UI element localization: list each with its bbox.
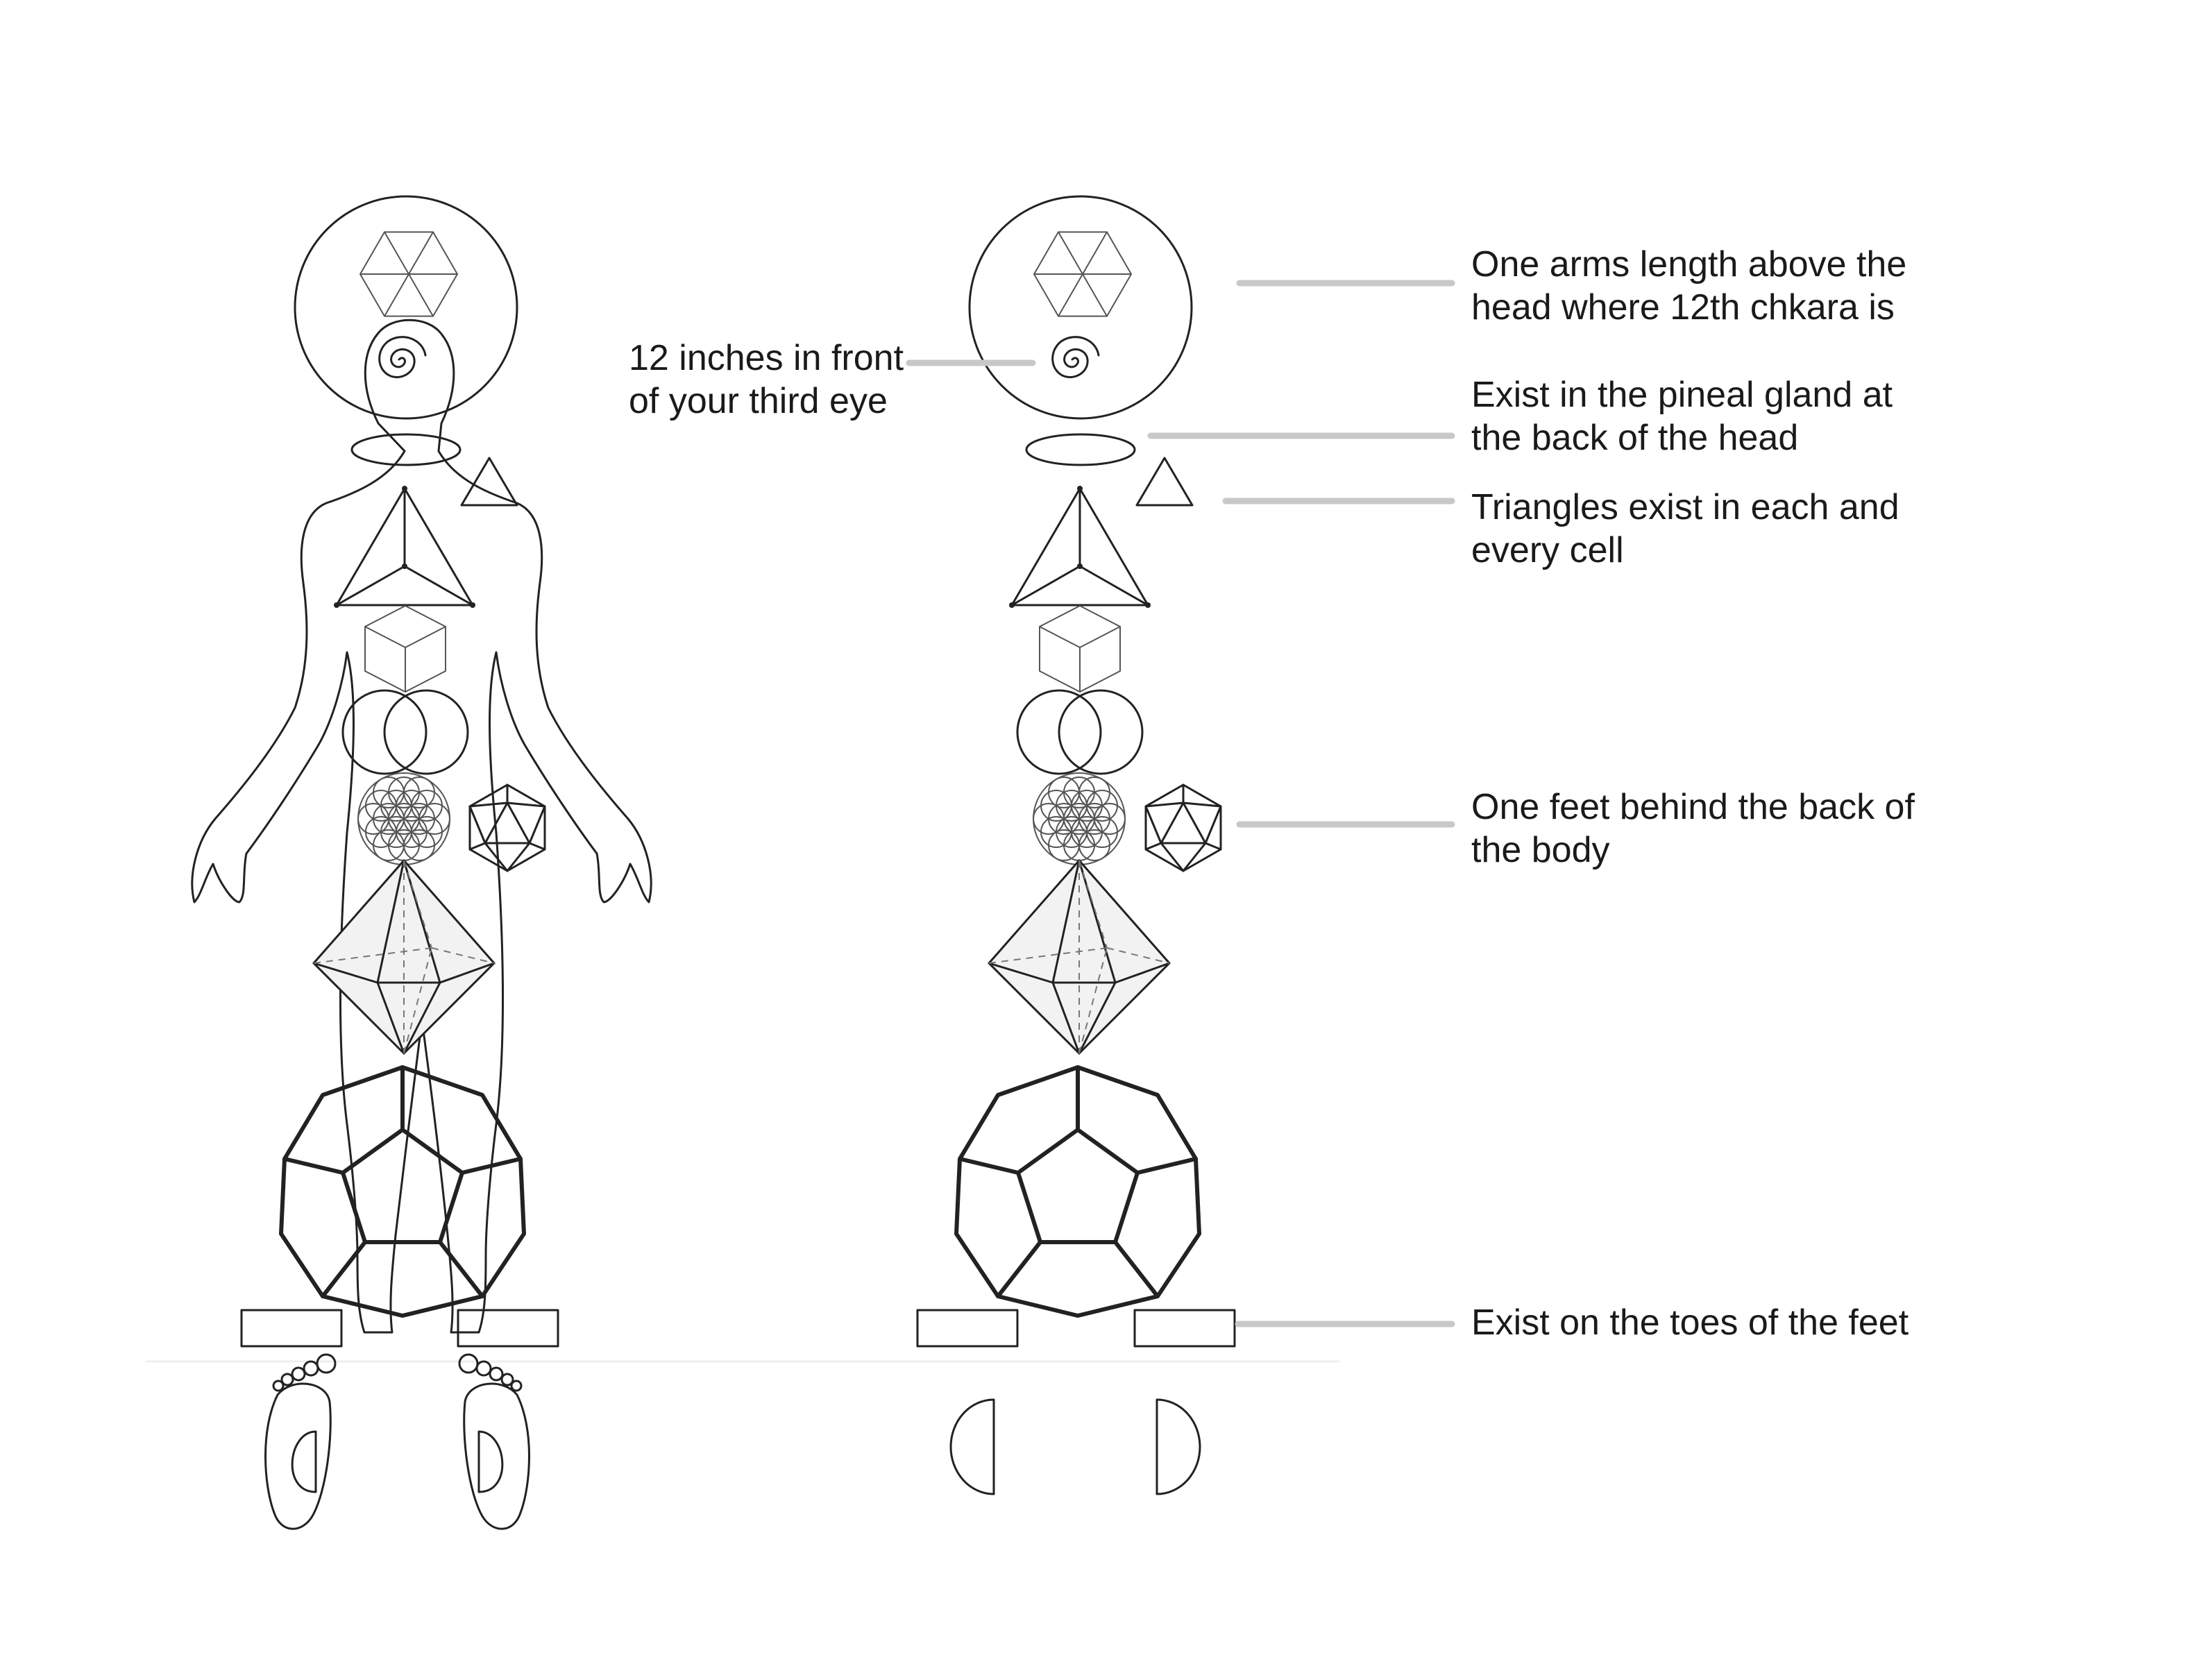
left-vesica <box>341 689 469 775</box>
right-figure <box>916 195 1236 1495</box>
left-spiral-icon <box>378 336 427 379</box>
right-octahedron <box>988 859 1171 1055</box>
left-toe-rect-1 <box>240 1309 343 1348</box>
left-toe-rect-2 <box>457 1309 559 1348</box>
right-flower-of-life <box>1033 772 1126 865</box>
right-toe-rect-1 <box>916 1309 1019 1348</box>
label-third-eye: 12 inches in front of your third eye <box>629 338 904 421</box>
left-icosahedron <box>468 783 546 872</box>
left-footprint-right <box>458 1353 530 1530</box>
left-cube <box>364 605 446 693</box>
body-outline <box>191 319 652 1334</box>
right-icosahedron <box>1144 783 1222 872</box>
right-tetrahedron <box>1008 484 1152 609</box>
label-triangles: Triangles exist in each and every cell <box>1471 487 1899 570</box>
right-hexagon-icon <box>1033 231 1132 317</box>
left-footprint-left <box>264 1353 337 1530</box>
left-figure <box>146 195 1339 1530</box>
right-neck-ring <box>1025 433 1136 466</box>
label-toes: Exist on the toes of the feet <box>1471 1303 1909 1343</box>
left-hexagon-icon <box>359 231 458 317</box>
left-head-circle <box>294 195 518 420</box>
leader-lines <box>906 280 1455 1327</box>
left-tetrahedron <box>332 484 477 609</box>
label-pineal: Exist in the pineal gland at the back of… <box>1471 375 1893 458</box>
label-behind-body: One feet behind the back of the body <box>1471 787 1915 870</box>
right-half-circle-left <box>949 1398 995 1495</box>
right-vesica <box>1016 689 1144 775</box>
right-half-circle-right <box>1156 1398 1201 1495</box>
left-neck-ring <box>350 433 462 466</box>
right-cube <box>1039 605 1121 693</box>
right-head-circle <box>968 195 1193 420</box>
right-toe-rect-2 <box>1133 1309 1236 1348</box>
left-dodecahedron <box>281 1067 524 1316</box>
right-dodecahedron <box>956 1067 1199 1316</box>
right-small-triangle <box>1135 457 1194 507</box>
left-small-triangle <box>460 457 518 507</box>
left-flower-of-life <box>357 772 450 865</box>
label-above-head: One arms length above the head where 12t… <box>1471 244 1907 328</box>
right-spiral-icon <box>1051 336 1100 379</box>
